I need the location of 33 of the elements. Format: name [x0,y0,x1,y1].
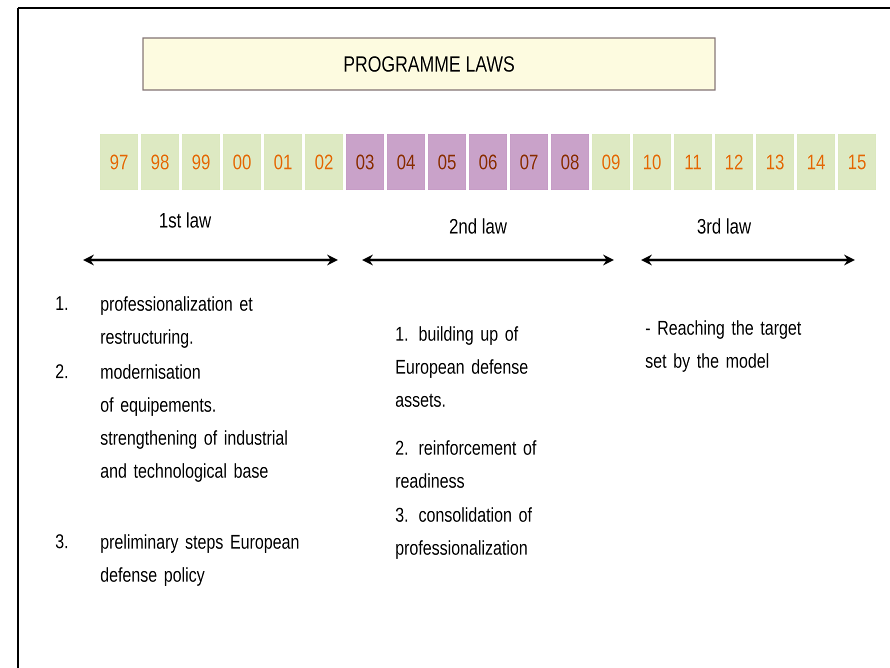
list-item: professionalization et restructuring. [101,296,253,348]
title-box: PROGRAMME LAWS [142,37,716,91]
year-cell: 00 [223,134,261,190]
year-cell: 05 [428,134,466,190]
list-item: 3. consolidation of professionalization [396,507,532,559]
year-cell: 02 [305,134,343,190]
year-cell: 08 [551,134,589,190]
item-number: 3. [56,534,68,548]
year-cell: 04 [387,134,425,190]
year-cell: 11 [674,134,712,190]
year-cell: 03 [346,134,384,190]
year-cell: 07 [510,134,548,190]
year-cell: 10 [633,134,671,190]
list-item: modernisation of equipements. strengthening of industrial and technological base [100,364,287,482]
law-label: 3rd law [698,218,752,234]
item-number: 2. [56,364,68,378]
year-cell: 12 [715,134,753,190]
year-cell: 98 [141,134,179,190]
list-item: preliminary steps European defense policy [100,534,298,586]
year-cell: 06 [469,134,507,190]
item-number: 1. [56,296,68,310]
year-cell: 15 [838,134,876,190]
list-item: 2. reinforcement of readiness [396,440,536,488]
law-label: 1st law [160,212,212,228]
law-label: 2nd law [450,218,507,234]
list-item: - Reaching the target set by the model [646,320,802,372]
year-cell: 01 [264,134,302,190]
year-cell: 14 [797,134,835,190]
year-cell: 09 [592,134,630,190]
list-item: 1. building up of European defense assets. [396,326,528,407]
year-cell: 97 [100,134,138,190]
year-cell: 99 [182,134,220,190]
year-cell: 13 [756,134,794,190]
